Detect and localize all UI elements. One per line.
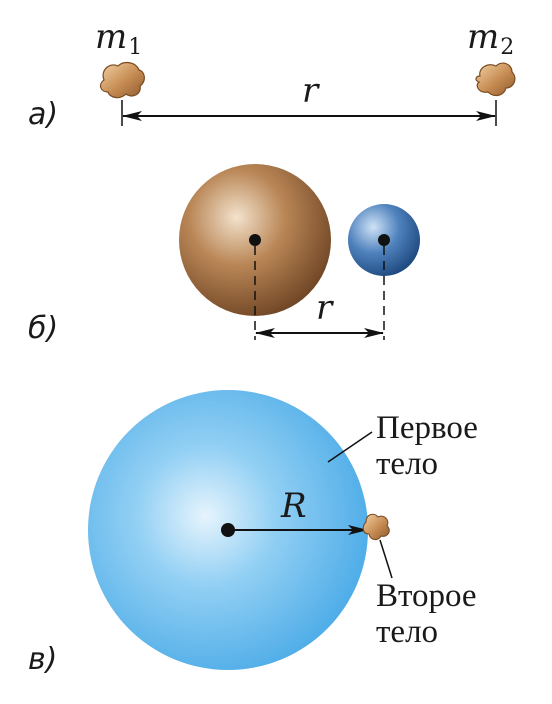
mass2-symbol: m [467, 17, 500, 57]
distance-label-b: r [316, 288, 333, 328]
mass2-label: m2 [467, 20, 514, 59]
panel-b-graphics [179, 164, 420, 340]
panel-c-letter: в) [28, 642, 58, 677]
mass2-rock [475, 62, 516, 97]
first-body-leader [327, 431, 373, 463]
mass1-rock [99, 61, 145, 99]
panel-b-letter: б) [28, 311, 59, 346]
panel-c-graphics [88, 390, 393, 670]
small-sphere-center [378, 234, 390, 246]
panel-a-letter: а) [28, 97, 59, 132]
mass2-index: 2 [500, 35, 515, 60]
first-body-line1: Первое [376, 410, 478, 446]
second-body-rock [362, 513, 390, 541]
mass1-index: 1 [128, 35, 143, 60]
second-body-leader [379, 539, 393, 579]
mass1-label: m1 [95, 20, 142, 59]
second-body-caption: Второе тело [376, 578, 477, 650]
distance-label-a: r [302, 71, 319, 111]
panel-a-graphics [99, 61, 516, 126]
mass1-symbol: m [95, 17, 128, 57]
first-body-line2: тело [376, 446, 439, 482]
large-sphere-center [249, 234, 261, 246]
second-body-line1: Второе [376, 578, 477, 614]
radius-label: R [281, 486, 307, 526]
second-body-line2: тело [376, 614, 439, 650]
first-body-caption: Первое тело [376, 410, 478, 482]
